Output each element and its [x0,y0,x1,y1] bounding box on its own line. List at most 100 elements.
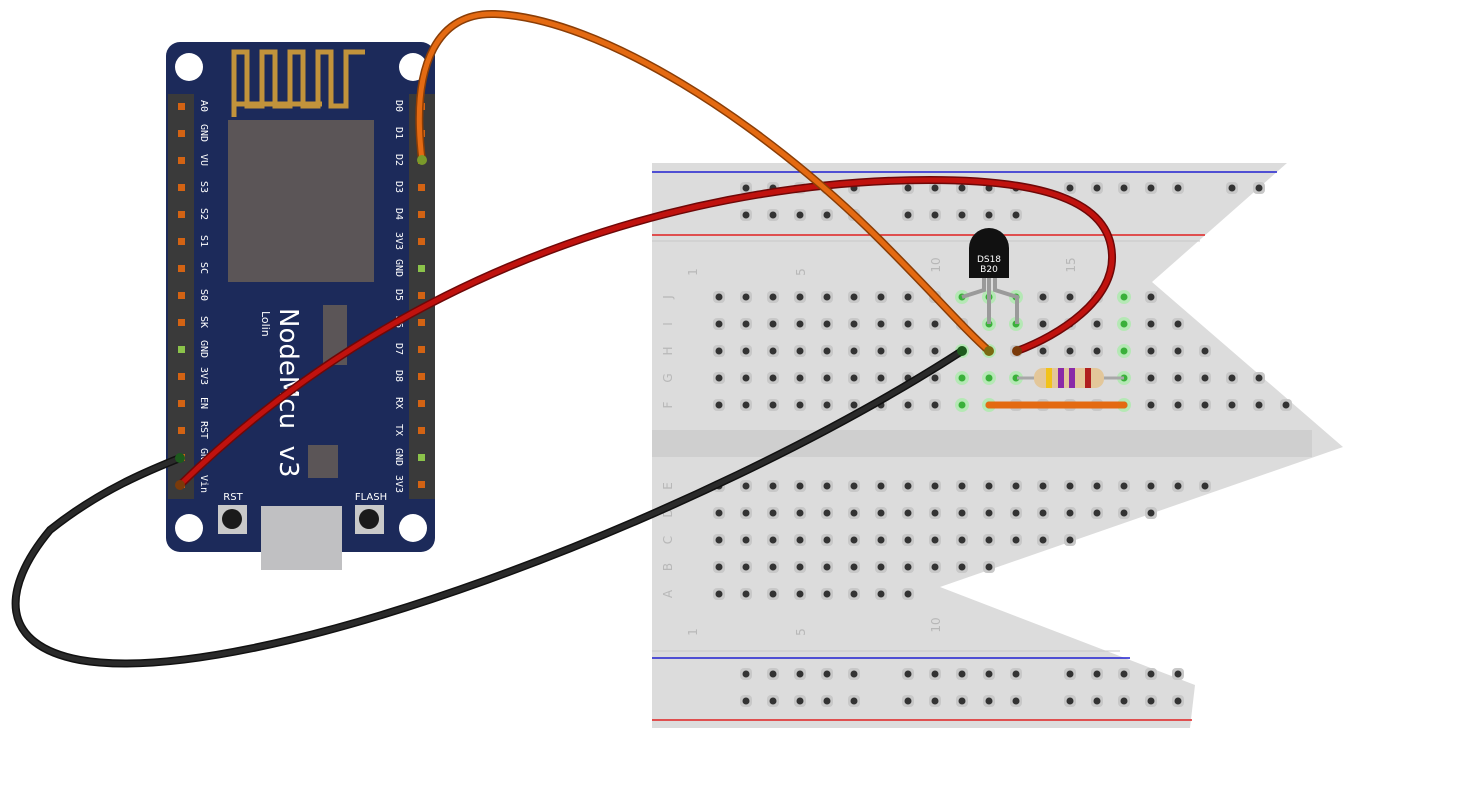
hole-i16[interactable] [1120,320,1128,328]
hole-g4[interactable] [796,374,804,382]
rail-hole[interactable] [823,211,831,219]
hole-a6[interactable] [850,590,858,598]
pin-left-a0[interactable] [178,103,185,110]
hole-a8[interactable] [904,590,912,598]
hole-b2[interactable] [742,563,750,571]
rail-hole[interactable] [985,670,993,678]
hole-j5[interactable] [823,293,831,301]
hole-c7[interactable] [877,536,885,544]
pin-left-rst[interactable] [178,427,185,434]
rail-hole[interactable] [958,670,966,678]
rail-hole[interactable] [742,697,750,705]
hole-g19[interactable] [1201,374,1209,382]
hole-h18[interactable] [1174,347,1182,355]
rail-hole[interactable] [1093,697,1101,705]
hole-i6[interactable] [850,320,858,328]
hole-d17[interactable] [1147,509,1155,517]
hole-g7[interactable] [877,374,885,382]
hole-d6[interactable] [850,509,858,517]
hole-e8[interactable] [904,482,912,490]
pin-left-sk[interactable] [178,319,185,326]
pin-right-gnd[interactable] [418,265,425,272]
hole-a5[interactable] [823,590,831,598]
hole-g5[interactable] [823,374,831,382]
hole-j8[interactable] [904,293,912,301]
hole-h7[interactable] [877,347,885,355]
rail-hole[interactable] [931,670,939,678]
pin-left-gnd[interactable] [178,346,185,353]
hole-j14[interactable] [1066,293,1074,301]
hole-h3[interactable] [769,347,777,355]
pin-right-gnd[interactable] [418,454,425,461]
rail-hole[interactable] [769,670,777,678]
hole-h2[interactable] [742,347,750,355]
hole-f9[interactable] [931,401,939,409]
hole-f8[interactable] [904,401,912,409]
rail-hole[interactable] [1120,670,1128,678]
rail-hole[interactable] [850,697,858,705]
rail-hole[interactable] [904,670,912,678]
hole-h13[interactable] [1039,347,1047,355]
rail-hole[interactable] [1012,697,1020,705]
pin-left-vu[interactable] [178,157,185,164]
hole-b5[interactable] [823,563,831,571]
hole-h19[interactable] [1201,347,1209,355]
rail-hole[interactable] [985,697,993,705]
hole-e5[interactable] [823,482,831,490]
pin-right-3v3[interactable] [418,238,425,245]
hole-d16[interactable] [1120,509,1128,517]
hole-j7[interactable] [877,293,885,301]
hole-j13[interactable] [1039,293,1047,301]
rail-hole[interactable] [1147,670,1155,678]
hole-g1[interactable] [715,374,723,382]
rail-hole[interactable] [796,697,804,705]
hole-c14[interactable] [1066,536,1074,544]
flash-button[interactable] [355,505,384,534]
wire-black-core[interactable] [13,348,965,666]
rail-hole[interactable] [796,670,804,678]
hole-b6[interactable] [850,563,858,571]
hole-g10[interactable] [958,374,966,382]
rail-hole[interactable] [1174,184,1182,192]
hole-g20[interactable] [1228,374,1236,382]
hole-e18[interactable] [1174,482,1182,490]
hole-e6[interactable] [850,482,858,490]
wire-red-core[interactable] [177,177,1115,488]
hole-d14[interactable] [1066,509,1074,517]
rail-hole[interactable] [931,697,939,705]
hole-g21[interactable] [1255,374,1263,382]
hole-d13[interactable] [1039,509,1047,517]
hole-c1[interactable] [715,536,723,544]
hole-c3[interactable] [769,536,777,544]
hole-b9[interactable] [931,563,939,571]
rail-hole[interactable] [1174,670,1182,678]
rail-hole[interactable] [1066,670,1074,678]
hole-h17[interactable] [1147,347,1155,355]
hole-e19[interactable] [1201,482,1209,490]
hole-e17[interactable] [1147,482,1155,490]
hole-c6[interactable] [850,536,858,544]
hole-e14[interactable] [1066,482,1074,490]
pin-left-sc[interactable] [178,265,185,272]
hole-g6[interactable] [850,374,858,382]
hole-g3[interactable] [769,374,777,382]
hole-f10[interactable] [958,401,966,409]
hole-h9[interactable] [931,347,939,355]
wire-red[interactable] [175,175,1117,490]
wire-orange-core[interactable] [416,11,992,354]
hole-e7[interactable] [877,482,885,490]
rail-hole[interactable] [742,670,750,678]
hole-h16[interactable] [1120,347,1128,355]
hole-j2[interactable] [742,293,750,301]
hole-f3[interactable] [769,401,777,409]
rst-button-cap[interactable] [222,509,242,529]
hole-d8[interactable] [904,509,912,517]
hole-j3[interactable] [769,293,777,301]
hole-i8[interactable] [904,320,912,328]
hole-i18[interactable] [1174,320,1182,328]
rail-hole[interactable] [931,184,939,192]
hole-b8[interactable] [904,563,912,571]
pin-right-rx[interactable] [418,400,425,407]
hole-i4[interactable] [796,320,804,328]
hole-f21[interactable] [1255,401,1263,409]
